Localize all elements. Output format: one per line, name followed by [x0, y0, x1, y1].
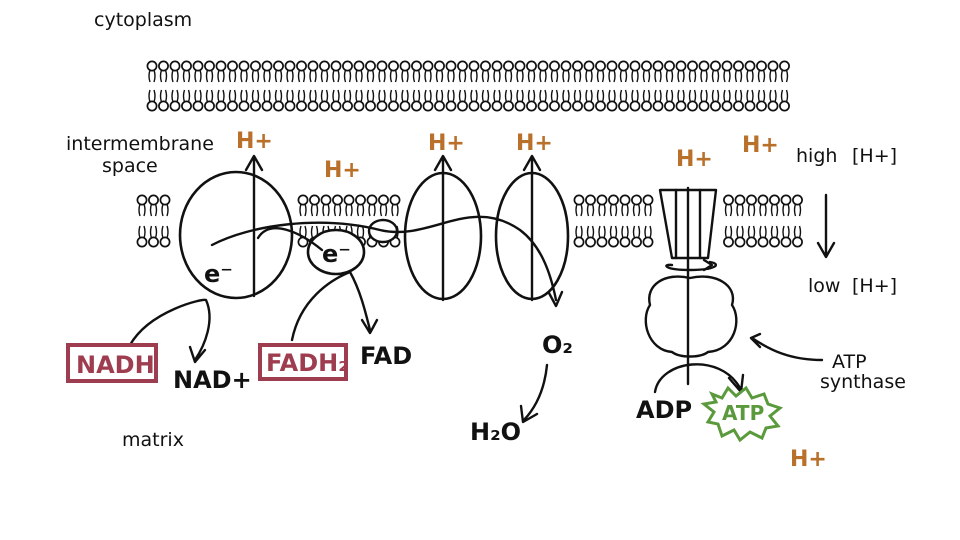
outer-membrane — [146, 60, 790, 112]
cytoplasm-label: cytoplasm — [94, 9, 192, 31]
adp-label: ADP — [636, 396, 692, 424]
nadh-box — [66, 343, 158, 383]
electron-path — [210, 215, 558, 302]
proton-label: H+ — [742, 133, 779, 158]
h2o-label: H₂O — [470, 418, 521, 446]
proton-label: H+ — [676, 147, 713, 172]
proton-label: H+ — [428, 131, 465, 156]
proton-label: H+ — [324, 158, 361, 183]
nadh-label: NADH — [76, 351, 155, 379]
o2-label: O₂ — [542, 331, 573, 359]
proton-pump-arrows — [244, 154, 690, 386]
protons: H+ H+ H+ H+ H+ H+ H+ — [236, 129, 827, 472]
matrix-label: matrix — [122, 429, 184, 451]
proton-label: H+ — [790, 447, 827, 472]
atp-label: ATP — [722, 401, 764, 425]
o2-to-h2o-arrow — [519, 363, 549, 424]
high-label: high — [796, 145, 837, 167]
high-bracket-h: [H+] — [852, 145, 897, 167]
proton-label: H+ — [236, 129, 273, 154]
low-bracket-h: [H+] — [852, 275, 897, 297]
atp-synthase-label-1: ATP — [832, 351, 867, 373]
fadh2-label: FADH₂ — [266, 349, 349, 377]
inner-membrane — [136, 194, 803, 248]
complex-ii — [306, 228, 366, 276]
proton-label: H+ — [516, 131, 553, 156]
atp-burst — [700, 385, 784, 443]
intermembrane-label: intermembrane — [66, 133, 214, 155]
atp-synthase — [644, 188, 738, 358]
gradient-arrow — [816, 193, 836, 259]
fad-label: FAD — [360, 342, 412, 370]
fadh2-box — [258, 343, 348, 381]
low-label: low — [808, 275, 840, 297]
nad-plus-label: NAD+ — [173, 366, 252, 394]
atp-synthase-label-2: synthase — [820, 371, 906, 393]
synthase-pointer-arrow — [749, 332, 824, 362]
space-label: space — [102, 155, 158, 177]
nadh-arrow — [128, 298, 211, 364]
fadh2-arrow — [290, 270, 379, 342]
electron-label-1: e⁻ — [204, 260, 233, 288]
electron-label-2: e⁻ — [322, 240, 351, 268]
